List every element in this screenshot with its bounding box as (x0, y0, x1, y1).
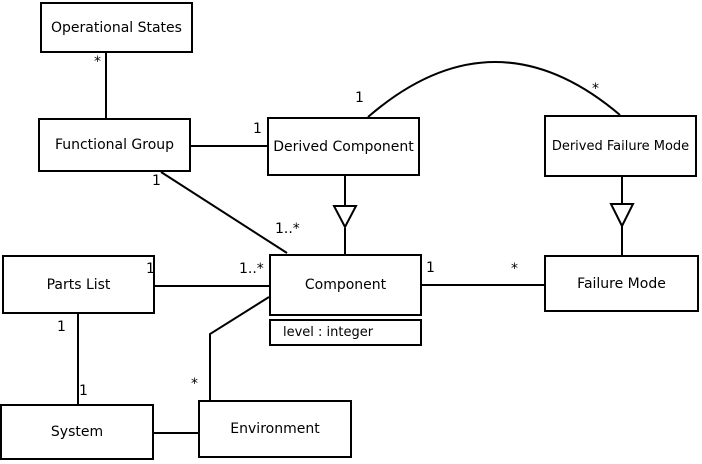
edge-derivedcomponent-derivedfailuremode-arc (367, 61, 621, 118)
class-name: Operational States (51, 19, 182, 36)
multiplicity-failuremode-end: * (511, 261, 518, 277)
class-attribute-compartment-component: level : integer (269, 319, 422, 346)
multiplicity-derivedcomponent-end: 1 (253, 121, 262, 137)
multiplicity-opstates-end: * (94, 54, 101, 70)
generalization-arrowhead-icon (609, 203, 635, 229)
class-box-operational-states: Operational States (40, 2, 193, 53)
class-box-environment: Environment (198, 400, 352, 458)
attribute-text: level : integer (283, 325, 374, 340)
multiplicity-functionalgroup-end: 1 (152, 173, 161, 189)
multiplicity-system-end: 1 (79, 383, 88, 399)
generalization-arrowhead-icon (332, 205, 358, 230)
multiplicity-component-end: 1..* (275, 221, 300, 237)
edge-functionalgroup-component (160, 171, 288, 254)
class-box-parts-list: Parts List (2, 255, 155, 314)
class-name: Environment (230, 421, 320, 437)
class-box-system: System (0, 404, 154, 460)
class-name: Derived Failure Mode (551, 138, 690, 154)
edge-derivedfailuremode-failuremode-generalization (609, 177, 635, 255)
class-name: Failure Mode (577, 275, 666, 292)
class-box-derived-component: Derived Component (267, 117, 420, 176)
multiplicity-component-end: 1 (426, 260, 435, 276)
class-box-functional-group: Functional Group (38, 118, 191, 172)
class-name: Parts List (46, 276, 111, 293)
class-name: Component (304, 277, 387, 293)
multiplicity-partslist-end: 1 (146, 261, 155, 277)
edge-derivedcomponent-component-generalization (332, 176, 358, 254)
multiplicity-environment-end: * (191, 376, 198, 392)
multiplicity-component-end: 1..* (239, 261, 264, 277)
edge-component-environment (209, 296, 270, 400)
multiplicity-arc-derivedcomponent-end: 1 (355, 90, 364, 106)
multiplicity-arc-derivedfailuremode-end: * (592, 81, 599, 97)
class-box-derived-failure-mode: Derived Failure Mode (544, 115, 697, 177)
class-name: Derived Component (273, 138, 414, 155)
class-box-failure-mode: Failure Mode (544, 255, 699, 312)
multiplicity-partslist-end: 1 (57, 319, 66, 335)
class-name: Functional Group (54, 137, 175, 153)
class-name: System (50, 424, 104, 440)
class-box-component: Component (269, 254, 422, 316)
